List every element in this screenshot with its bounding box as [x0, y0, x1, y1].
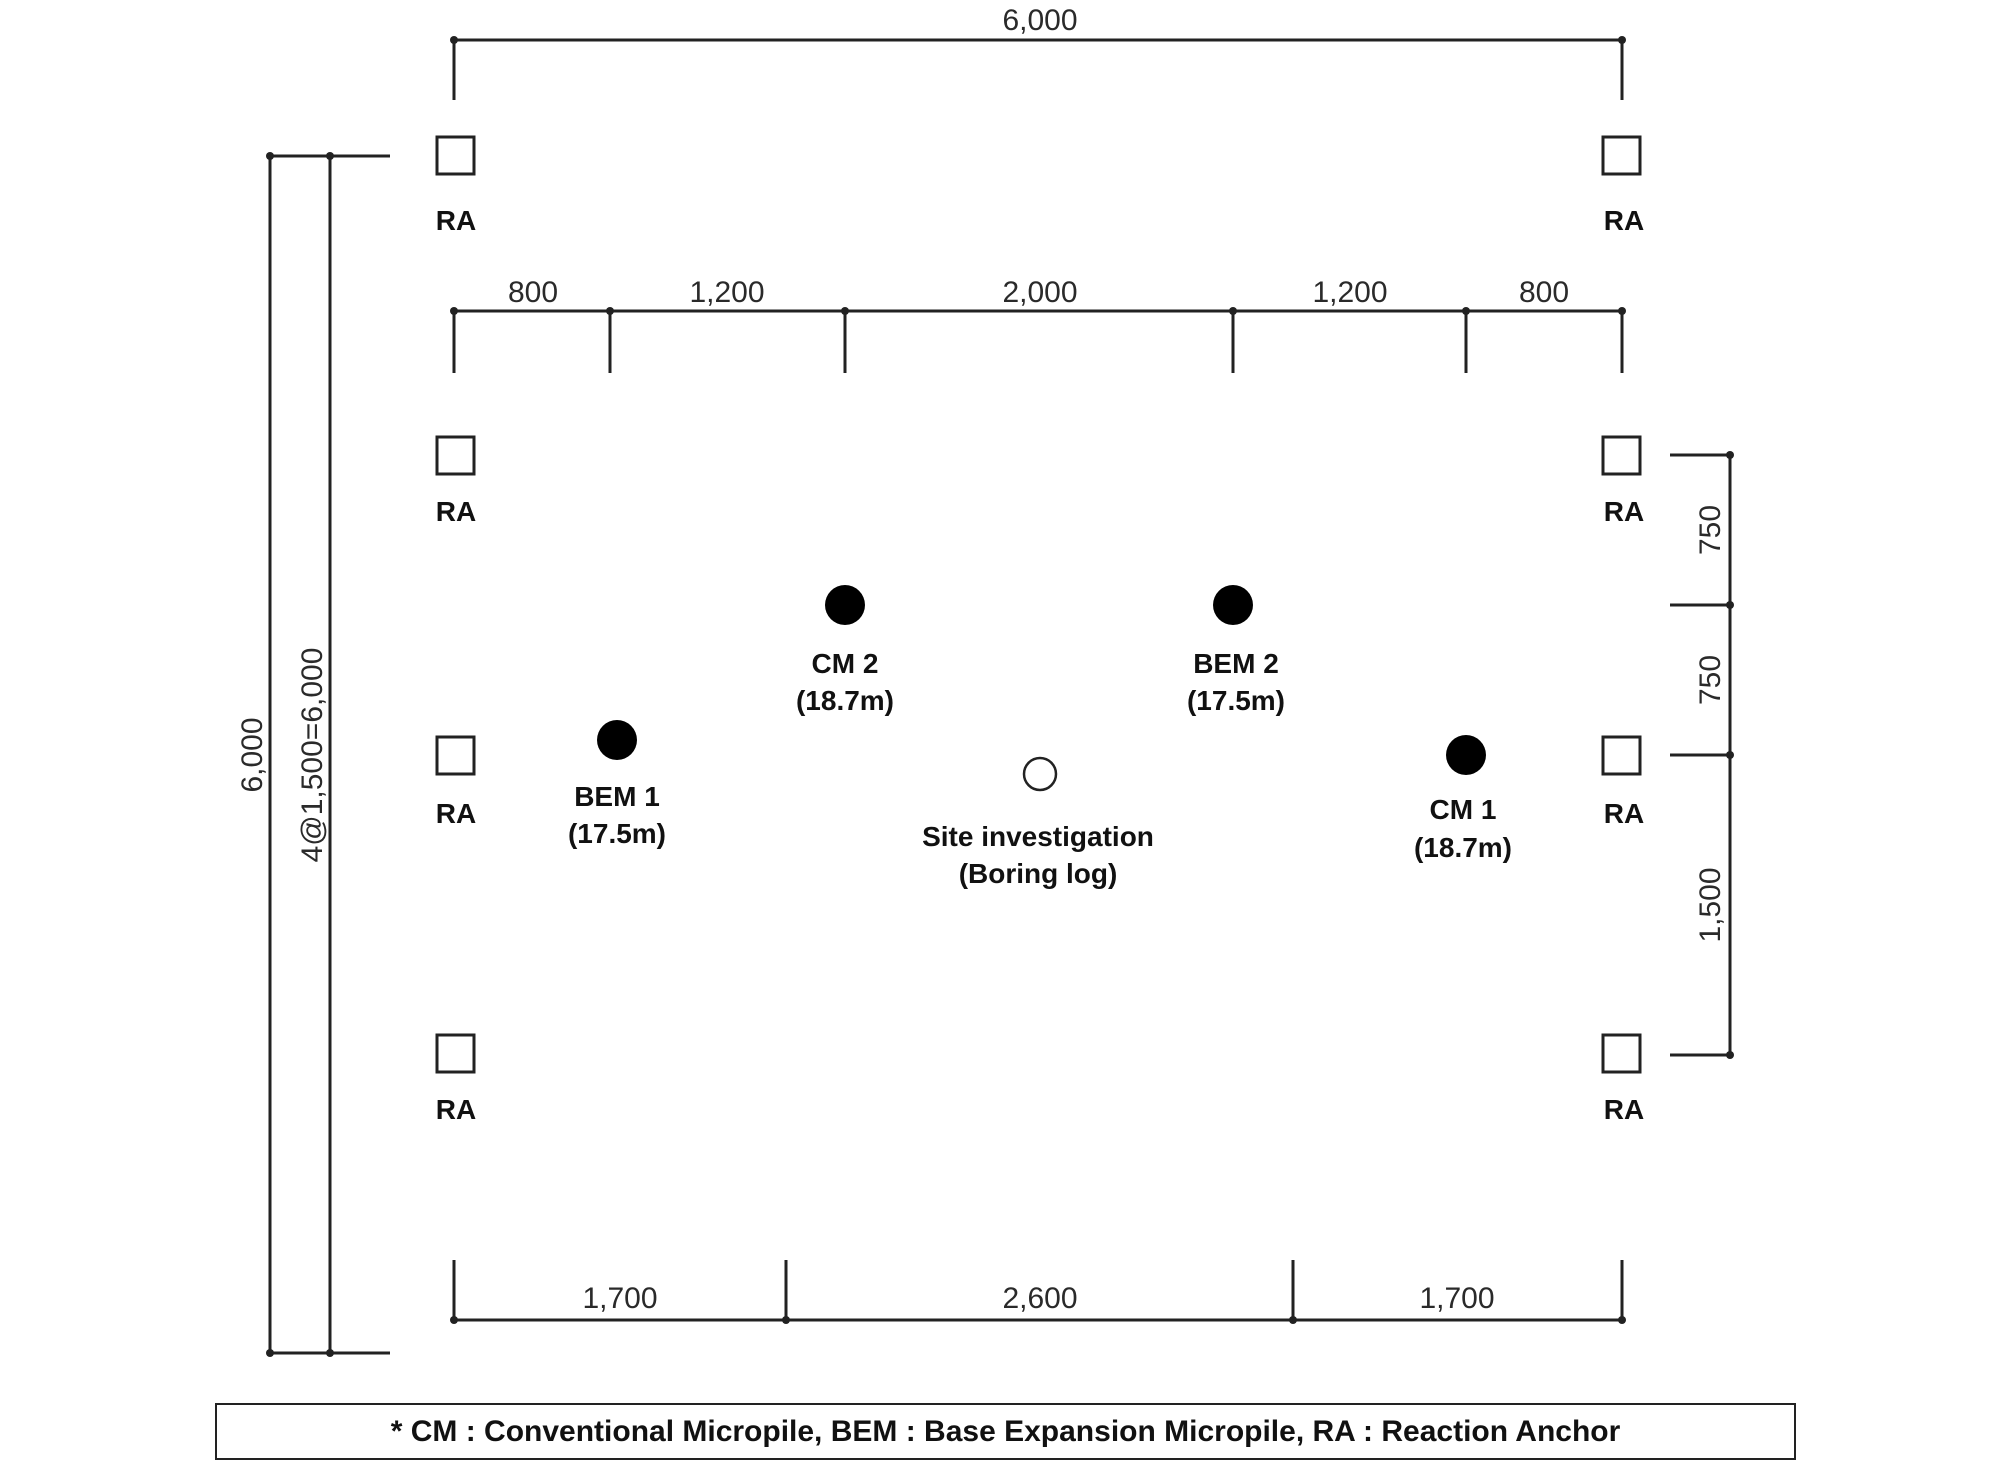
- reaction-anchors: RA RA RA RA RA RA RA RA: [435, 135, 1644, 1125]
- reaction-anchor-label: RA: [436, 496, 476, 527]
- micropile-name: BEM 2: [1193, 648, 1279, 679]
- reaction-anchor: [435, 135, 476, 176]
- micropile-depth: (17.5m): [568, 818, 666, 849]
- left-inner-dimension-label: 4@1,500=6,000: [296, 648, 329, 863]
- reaction-anchor: [1601, 1033, 1642, 1074]
- legend-text: * CM : Conventional Micropile, BEM : Bas…: [390, 1414, 1621, 1448]
- bottom-dimension-label: 1,700: [1419, 1282, 1494, 1315]
- micropiles: CM 2 (18.7m) BEM 2 (17.5m) BEM 1 (17.5m)…: [568, 585, 1512, 863]
- reaction-anchor-label: RA: [436, 1094, 476, 1125]
- mid-dimension-label: 1,200: [1312, 276, 1387, 309]
- bottom-dimension-label: 2,600: [1002, 1282, 1077, 1315]
- reaction-anchor-label: RA: [1604, 205, 1644, 236]
- reaction-anchor: [1601, 735, 1642, 776]
- site-investigation-label: Site investigation: [922, 821, 1154, 852]
- legend: * CM : Conventional Micropile, BEM : Bas…: [215, 1403, 1796, 1460]
- left-outer-dimension-label: 6,000: [236, 717, 269, 792]
- right-dimension-label: 750: [1694, 655, 1727, 705]
- micropile-depth: (17.5m): [1187, 685, 1285, 716]
- reaction-anchor-label: RA: [1604, 798, 1644, 829]
- micropile-marker: [1213, 585, 1253, 625]
- right-dimension-label: 750: [1694, 505, 1727, 555]
- boring-log-marker: [1022, 756, 1058, 792]
- micropile-depth: (18.7m): [796, 685, 894, 716]
- top-dimension-label: 6,000: [1002, 4, 1077, 37]
- reaction-anchor: [1601, 135, 1642, 176]
- bottom-dimension-label: 1,700: [582, 1282, 657, 1315]
- site-investigation-sublabel: (Boring log): [959, 858, 1118, 889]
- mid-dimension-row: 800 1,200 2,000 1,200 800: [450, 276, 1626, 373]
- micropile-name: CM 1: [1430, 794, 1497, 825]
- reaction-anchor-label: RA: [1604, 496, 1644, 527]
- reaction-anchor-label: RA: [436, 205, 476, 236]
- reaction-anchor: [435, 1033, 476, 1074]
- reaction-anchor: [1601, 435, 1642, 476]
- reaction-anchor: [435, 435, 476, 476]
- mid-dimension-label: 800: [508, 276, 558, 309]
- reaction-anchor-label: RA: [1604, 1094, 1644, 1125]
- reaction-anchor-label: RA: [436, 798, 476, 829]
- right-dimension-column: 750 750 1,500: [1670, 451, 1734, 1059]
- micropile-name: BEM 1: [574, 781, 660, 812]
- micropile-name: CM 2: [812, 648, 879, 679]
- micropile-marker: [825, 585, 865, 625]
- mid-dimension-label: 2,000: [1002, 276, 1077, 309]
- left-dimensions: 6,000 4@1,500=6,000: [236, 152, 390, 1357]
- micropile-depth: (18.7m): [1414, 832, 1512, 863]
- micropile-marker: [597, 720, 637, 760]
- top-dimension: 6,000: [450, 4, 1626, 100]
- mid-dimension-label: 1,200: [689, 276, 764, 309]
- micropile-marker: [1446, 735, 1486, 775]
- bottom-dimension-row: 1,700 2,600 1,700: [450, 1260, 1626, 1324]
- reaction-anchor: [435, 735, 476, 776]
- mid-dimension-label: 800: [1519, 276, 1569, 309]
- right-dimension-label: 1,500: [1694, 867, 1727, 942]
- site-investigation: Site investigation (Boring log): [922, 756, 1154, 889]
